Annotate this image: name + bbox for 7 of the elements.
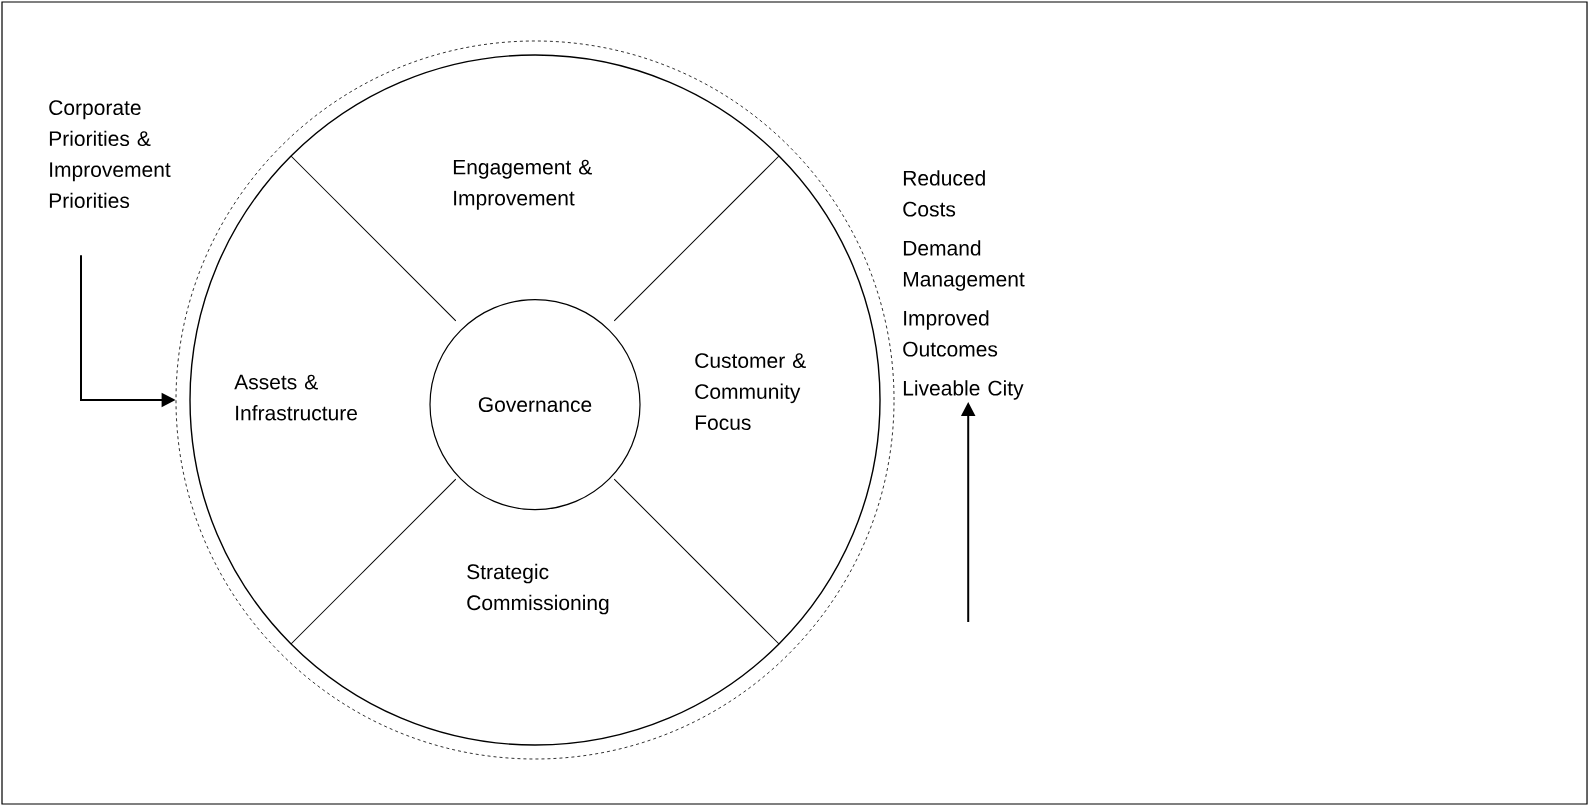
input-label: Corporate Priorities & Improvement Priorities xyxy=(49,100,171,209)
wheel-ring xyxy=(175,40,895,760)
sector-label: Assets & Infrastructure xyxy=(234,374,357,421)
sector-label: Strategic Commissioning xyxy=(467,563,609,615)
sector-label: Engagement & Improvement xyxy=(453,159,592,210)
outcome-list: Reduced Costs Demand Management Improved Outcomes Liveable City xyxy=(903,170,1025,400)
sector-label: Customer & Community Focus xyxy=(695,353,806,431)
